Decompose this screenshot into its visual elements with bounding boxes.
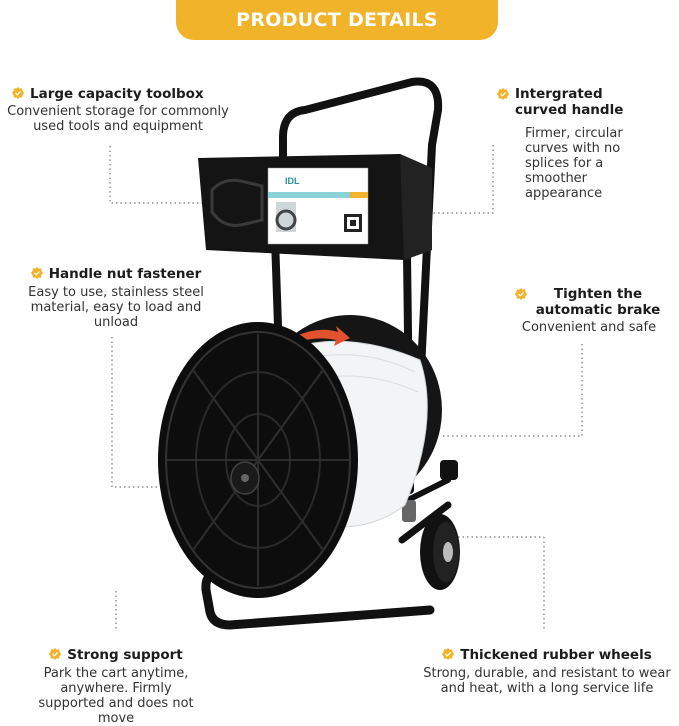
feature-handle: Intergrated curved handle Firmer, circul… (497, 86, 637, 201)
feature-wheels-title: Thickened rubber wheels (460, 647, 652, 663)
feature-brake-title: Tighten the automatic brake (535, 286, 661, 318)
feature-toolbox-title: Large capacity toolbox (30, 86, 204, 102)
product-details-banner: PRODUCT DETAILS (176, 0, 498, 40)
feature-nut-title: Handle nut fastener (48, 266, 202, 282)
feature-nut-desc: Easy to use, stainless steel material, e… (28, 285, 204, 330)
feature-support: Strong support Park the cart anytime, an… (0, 647, 232, 726)
feature-nut: Handle nut fastener Easy to use, stainle… (0, 266, 232, 330)
badge-check-icon (442, 648, 455, 660)
rotation-arrow-icon (296, 326, 350, 346)
box-label-brand: IDL (285, 176, 300, 186)
feature-support-title: Strong support (67, 647, 183, 663)
feature-handle-title: Intergrated curved handle (515, 86, 624, 118)
spool-front-flange (158, 322, 358, 598)
rear-wheel (402, 460, 460, 590)
strapping-cart-illustration: IDL (109, 77, 583, 630)
badge-check-icon (12, 87, 24, 99)
feature-wheels-desc: Strong, durable, and resistant to wear a… (423, 666, 671, 696)
badge-check-icon (497, 88, 509, 100)
toolbox (198, 154, 432, 260)
badge-check-icon (515, 288, 527, 300)
banner-title: PRODUCT DETAILS (236, 9, 438, 31)
feature-toolbox-desc: Convenient storage for commonly used too… (7, 104, 229, 134)
feature-toolbox: Large capacity toolbox Convenient storag… (0, 86, 236, 134)
feature-brake: Tighten the automatic brake Convenient a… (508, 286, 670, 335)
feature-handle-desc: Firmer, circular curves with no splices … (525, 126, 623, 201)
feature-brake-desc: Convenient and safe (521, 320, 657, 335)
badge-check-icon (30, 267, 43, 279)
feature-support-desc: Park the cart anytime, anywhere. Firmly … (38, 666, 194, 726)
feature-wheels: Thickened rubber wheels Strong, durable,… (418, 647, 676, 696)
badge-check-icon (49, 648, 62, 660)
